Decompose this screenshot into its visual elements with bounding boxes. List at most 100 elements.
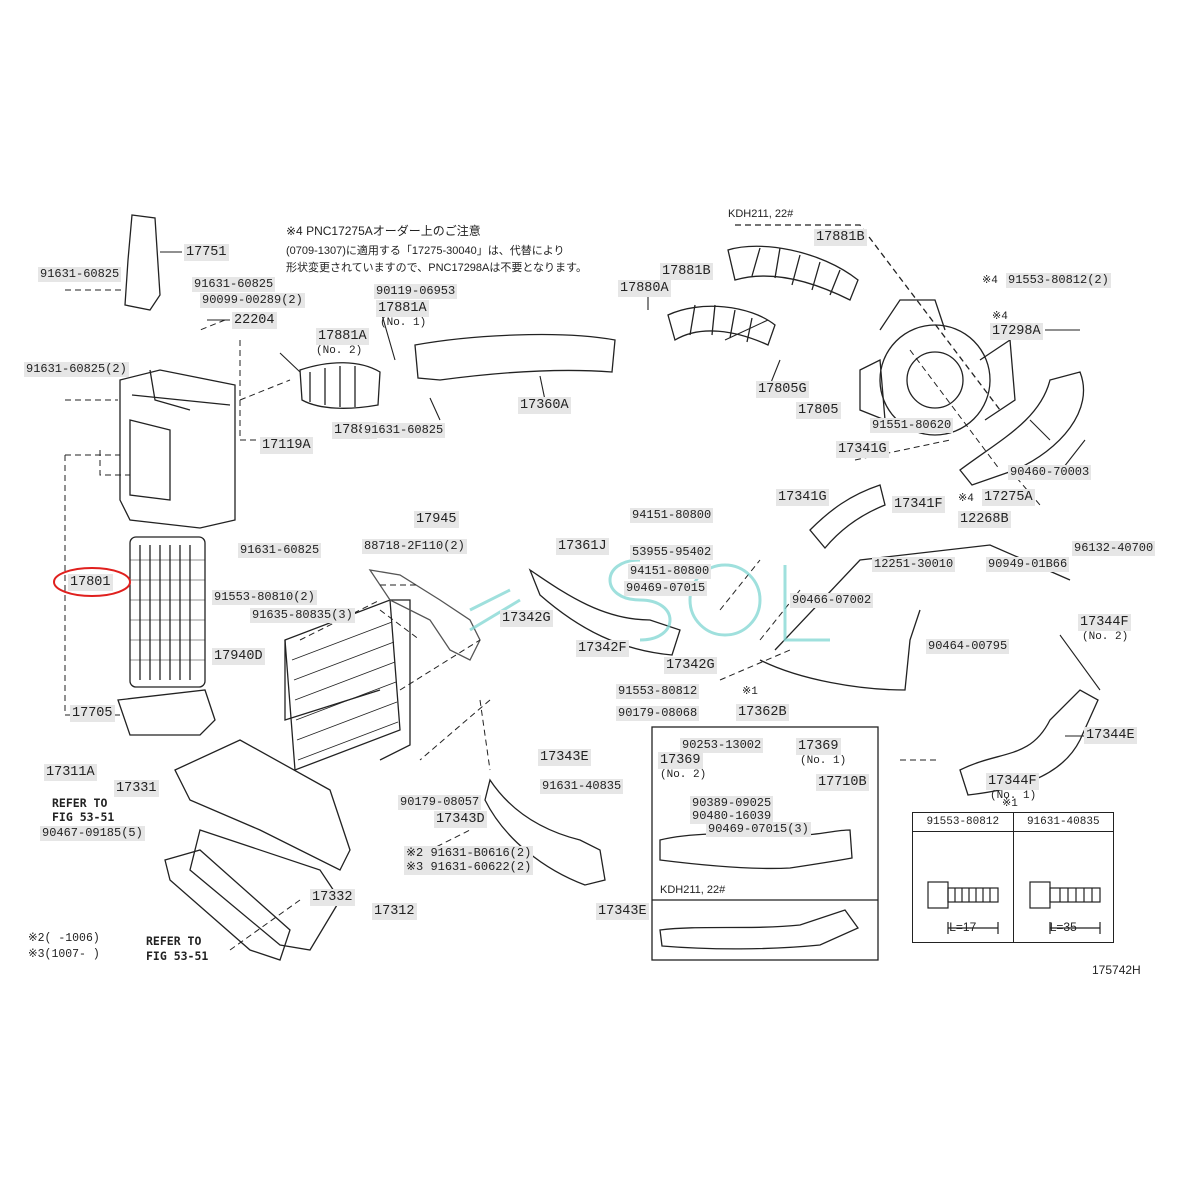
part-label-17361J[interactable]: 17361J bbox=[556, 538, 609, 555]
part-label-90480-16039[interactable]: 90480-16039 bbox=[690, 809, 774, 824]
part-label-90179-08068[interactable]: 90179-08068 bbox=[616, 706, 700, 721]
part-label-17881B[interactable]: 17881B bbox=[814, 229, 867, 246]
part-label-17362B[interactable]: 17362B bbox=[736, 704, 789, 721]
intake-hose-17881 bbox=[299, 362, 381, 409]
part-label-17940D[interactable]: 17940D bbox=[212, 648, 265, 665]
mark-star1: ※1 bbox=[1002, 798, 1018, 810]
intercooler-bracket bbox=[368, 569, 481, 661]
part-label-17805[interactable]: 17805 bbox=[796, 402, 841, 419]
part-label-17369-no2[interactable]: 17369 bbox=[658, 752, 703, 769]
part-label-12251-30010[interactable]: 12251-30010 bbox=[872, 557, 956, 572]
part-label-17341G[interactable]: 17341G bbox=[776, 489, 829, 506]
part-label-17801[interactable]: 17801 bbox=[68, 574, 113, 591]
inlet-duct bbox=[124, 214, 161, 311]
part-label-91631-60825[interactable]: 91631-60825 bbox=[38, 267, 122, 282]
part-label-91631-60825-2[interactable]: 91631-60825(2) bbox=[24, 362, 129, 377]
notice-line-1: (0709-1307)に適用する「17275-30040」は、代替により bbox=[286, 245, 565, 257]
refer-to-fig[interactable]: FIG 53-51 bbox=[146, 949, 209, 963]
part-label-17342F[interactable]: 17342F bbox=[576, 640, 629, 657]
part-label-91631-60825[interactable]: 91631-60825 bbox=[362, 423, 446, 438]
fastener-col1-length: L=17 bbox=[949, 920, 977, 934]
part-label-90099-00289[interactable]: 90099-00289(2) bbox=[200, 293, 305, 308]
part-label-91553-80812[interactable]: 91553-80812 bbox=[616, 684, 700, 699]
part-label-90460-70003[interactable]: 90460-70003 bbox=[1008, 465, 1092, 480]
sublabel-no2: (No. 2) bbox=[1082, 631, 1129, 643]
part-label-90119-06953[interactable]: 90119-06953 bbox=[374, 284, 458, 299]
part-label-53955-95402[interactable]: 53955-95402 bbox=[630, 545, 714, 560]
air-cleaner-case bbox=[119, 369, 236, 529]
part-label-17119A[interactable]: 17119A bbox=[260, 437, 313, 454]
part-label-90466-07002[interactable]: 90466-07002 bbox=[790, 593, 874, 608]
part-label-91635-80835[interactable]: 91635-80835(3) bbox=[250, 608, 355, 623]
part-label-17369-no1[interactable]: 17369 bbox=[796, 738, 841, 755]
part-label-12268B[interactable]: 12268B bbox=[958, 511, 1011, 528]
part-label-17298A[interactable]: 17298A bbox=[990, 323, 1043, 340]
part-label-17344F-no2[interactable]: 17344F bbox=[1078, 614, 1131, 631]
part-label-17344F-no1[interactable]: 17344F bbox=[986, 773, 1039, 790]
part-label-17343E[interactable]: 17343E bbox=[596, 903, 649, 920]
mark-star1: ※1 bbox=[742, 686, 758, 698]
part-label-91551-80620[interactable]: 91551-80620 bbox=[870, 418, 954, 433]
hose-17341F bbox=[809, 484, 886, 550]
part-label-91631-40835[interactable]: 91631-40835 bbox=[540, 779, 624, 794]
part-label-91631-60825[interactable]: 91631-60825 bbox=[238, 543, 322, 558]
part-label-17341F[interactable]: 17341F bbox=[892, 496, 945, 513]
part-label-17332[interactable]: 17332 bbox=[310, 889, 355, 906]
part-label-94151-80800[interactable]: 94151-80800 bbox=[628, 564, 712, 579]
part-label-88718-2F110[interactable]: 88718-2F110(2) bbox=[362, 539, 467, 554]
pipe-variant-kdh bbox=[659, 909, 859, 950]
part-label-17343E[interactable]: 17343E bbox=[538, 749, 591, 766]
sublabel-no1: (No. 1) bbox=[800, 755, 847, 767]
part-label-17360A[interactable]: 17360A bbox=[518, 397, 571, 414]
part-label-17751[interactable]: 17751 bbox=[184, 244, 229, 261]
part-label-17331[interactable]: 17331 bbox=[114, 780, 159, 797]
part-label-90469-07015[interactable]: 90469-07015 bbox=[624, 581, 708, 596]
part-label-17945[interactable]: 17945 bbox=[414, 511, 459, 528]
part-label-90253-13002[interactable]: 90253-13002 bbox=[680, 738, 764, 753]
radiator-support bbox=[174, 739, 351, 871]
part-label-94151-80800[interactable]: 94151-80800 bbox=[630, 508, 714, 523]
air-filter-element bbox=[129, 536, 206, 688]
part-label-17705[interactable]: 17705 bbox=[70, 705, 115, 722]
part-label-91631-60622[interactable]: ※3 91631-60622(2) bbox=[404, 860, 534, 875]
part-label-90469-07015-3[interactable]: 90469-07015(3) bbox=[706, 822, 811, 837]
part-label-90464-00795[interactable]: 90464-00795 bbox=[926, 639, 1010, 654]
part-label-22204[interactable]: 22204 bbox=[232, 312, 277, 329]
part-label-90179-08057[interactable]: 90179-08057 bbox=[398, 795, 482, 810]
refer-to-fig[interactable]: FIG 53-51 bbox=[52, 810, 115, 824]
part-label-17275A[interactable]: 17275A bbox=[982, 489, 1035, 506]
part-label-17881A-no2[interactable]: 17881A bbox=[316, 328, 369, 345]
sublabel-no2: (No. 2) bbox=[660, 769, 707, 781]
part-label-17341G[interactable]: 17341G bbox=[836, 441, 889, 458]
part-label-90389-09025[interactable]: 90389-09025 bbox=[690, 796, 774, 811]
part-label-17343D[interactable]: 17343D bbox=[434, 811, 487, 828]
part-label-90949-01B66[interactable]: 90949-01B66 bbox=[986, 557, 1070, 572]
part-label-17881A-no1[interactable]: 17881A bbox=[376, 300, 429, 317]
part-label-96132-40700[interactable]: 96132-40700 bbox=[1072, 541, 1156, 556]
highlight-oval bbox=[53, 567, 131, 597]
part-label-17880A[interactable]: 17880A bbox=[618, 280, 671, 297]
hose-17343D bbox=[484, 778, 606, 886]
fastener-col2-length: L=35 bbox=[1049, 920, 1077, 934]
part-label-17805G[interactable]: 17805G bbox=[756, 381, 809, 398]
part-label-91553-80812-2[interactable]: 91553-80812(2) bbox=[1006, 273, 1111, 288]
refer-to-link[interactable]: REFER TO bbox=[146, 934, 202, 948]
part-label-17342G[interactable]: 17342G bbox=[500, 610, 553, 627]
refer-to-link[interactable]: REFER TO bbox=[52, 796, 108, 810]
part-label-17710B[interactable]: 17710B bbox=[816, 774, 869, 791]
intake-pipe-17360A bbox=[414, 333, 616, 381]
fastener-col1-part: 91553-80812 bbox=[913, 813, 1014, 831]
part-label-17881B[interactable]: 17881B bbox=[660, 263, 713, 280]
part-label-91553-80810[interactable]: 91553-80810(2) bbox=[212, 590, 317, 605]
part-label-90467-09185[interactable]: 90467-09185(5) bbox=[40, 826, 145, 841]
part-label-17312[interactable]: 17312 bbox=[372, 903, 417, 920]
part-label-17344E[interactable]: 17344E bbox=[1084, 727, 1137, 744]
intake-hose-17881B-upper bbox=[727, 245, 859, 301]
variant-label-top: KDH211, 22# bbox=[728, 208, 794, 220]
part-label-91631-60825[interactable]: 91631-60825 bbox=[192, 277, 276, 292]
part-label-17342G[interactable]: 17342G bbox=[664, 657, 717, 674]
part-label-17311A[interactable]: 17311A bbox=[44, 764, 97, 781]
part-label-91631-B0616[interactable]: ※2 91631-B0616(2) bbox=[404, 846, 534, 861]
